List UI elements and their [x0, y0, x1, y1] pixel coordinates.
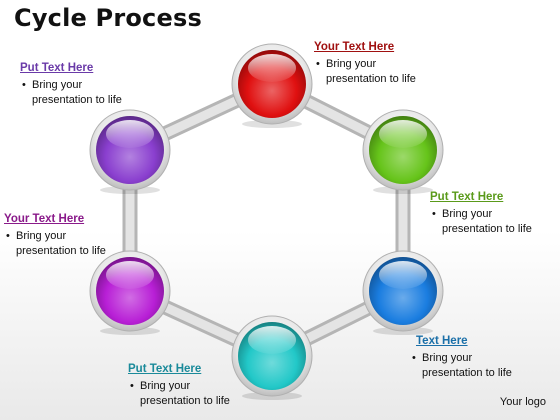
page-title: Cycle Process	[14, 4, 202, 32]
label-heading: Put Text Here	[20, 62, 94, 74]
node-gloss	[248, 54, 296, 82]
node-magenta	[89, 250, 171, 335]
node-green	[362, 109, 444, 194]
label-heading: Your Text Here	[314, 41, 395, 53]
node-blue	[362, 250, 444, 335]
node-gloss	[379, 261, 427, 289]
node-gloss	[106, 120, 154, 148]
node-gloss	[379, 120, 427, 148]
logo-text: Your logo	[499, 396, 546, 408]
label-heading: Put Text Here	[430, 191, 504, 203]
node-group	[89, 43, 444, 400]
node-red	[231, 43, 313, 128]
label-heading: Text Here	[416, 335, 468, 347]
label-heading: Your Text Here	[4, 213, 85, 225]
node-gloss	[248, 326, 296, 354]
node-purple	[89, 109, 171, 194]
node-cyan	[231, 315, 313, 400]
node-gloss	[106, 261, 154, 289]
label-heading: Put Text Here	[128, 363, 202, 375]
